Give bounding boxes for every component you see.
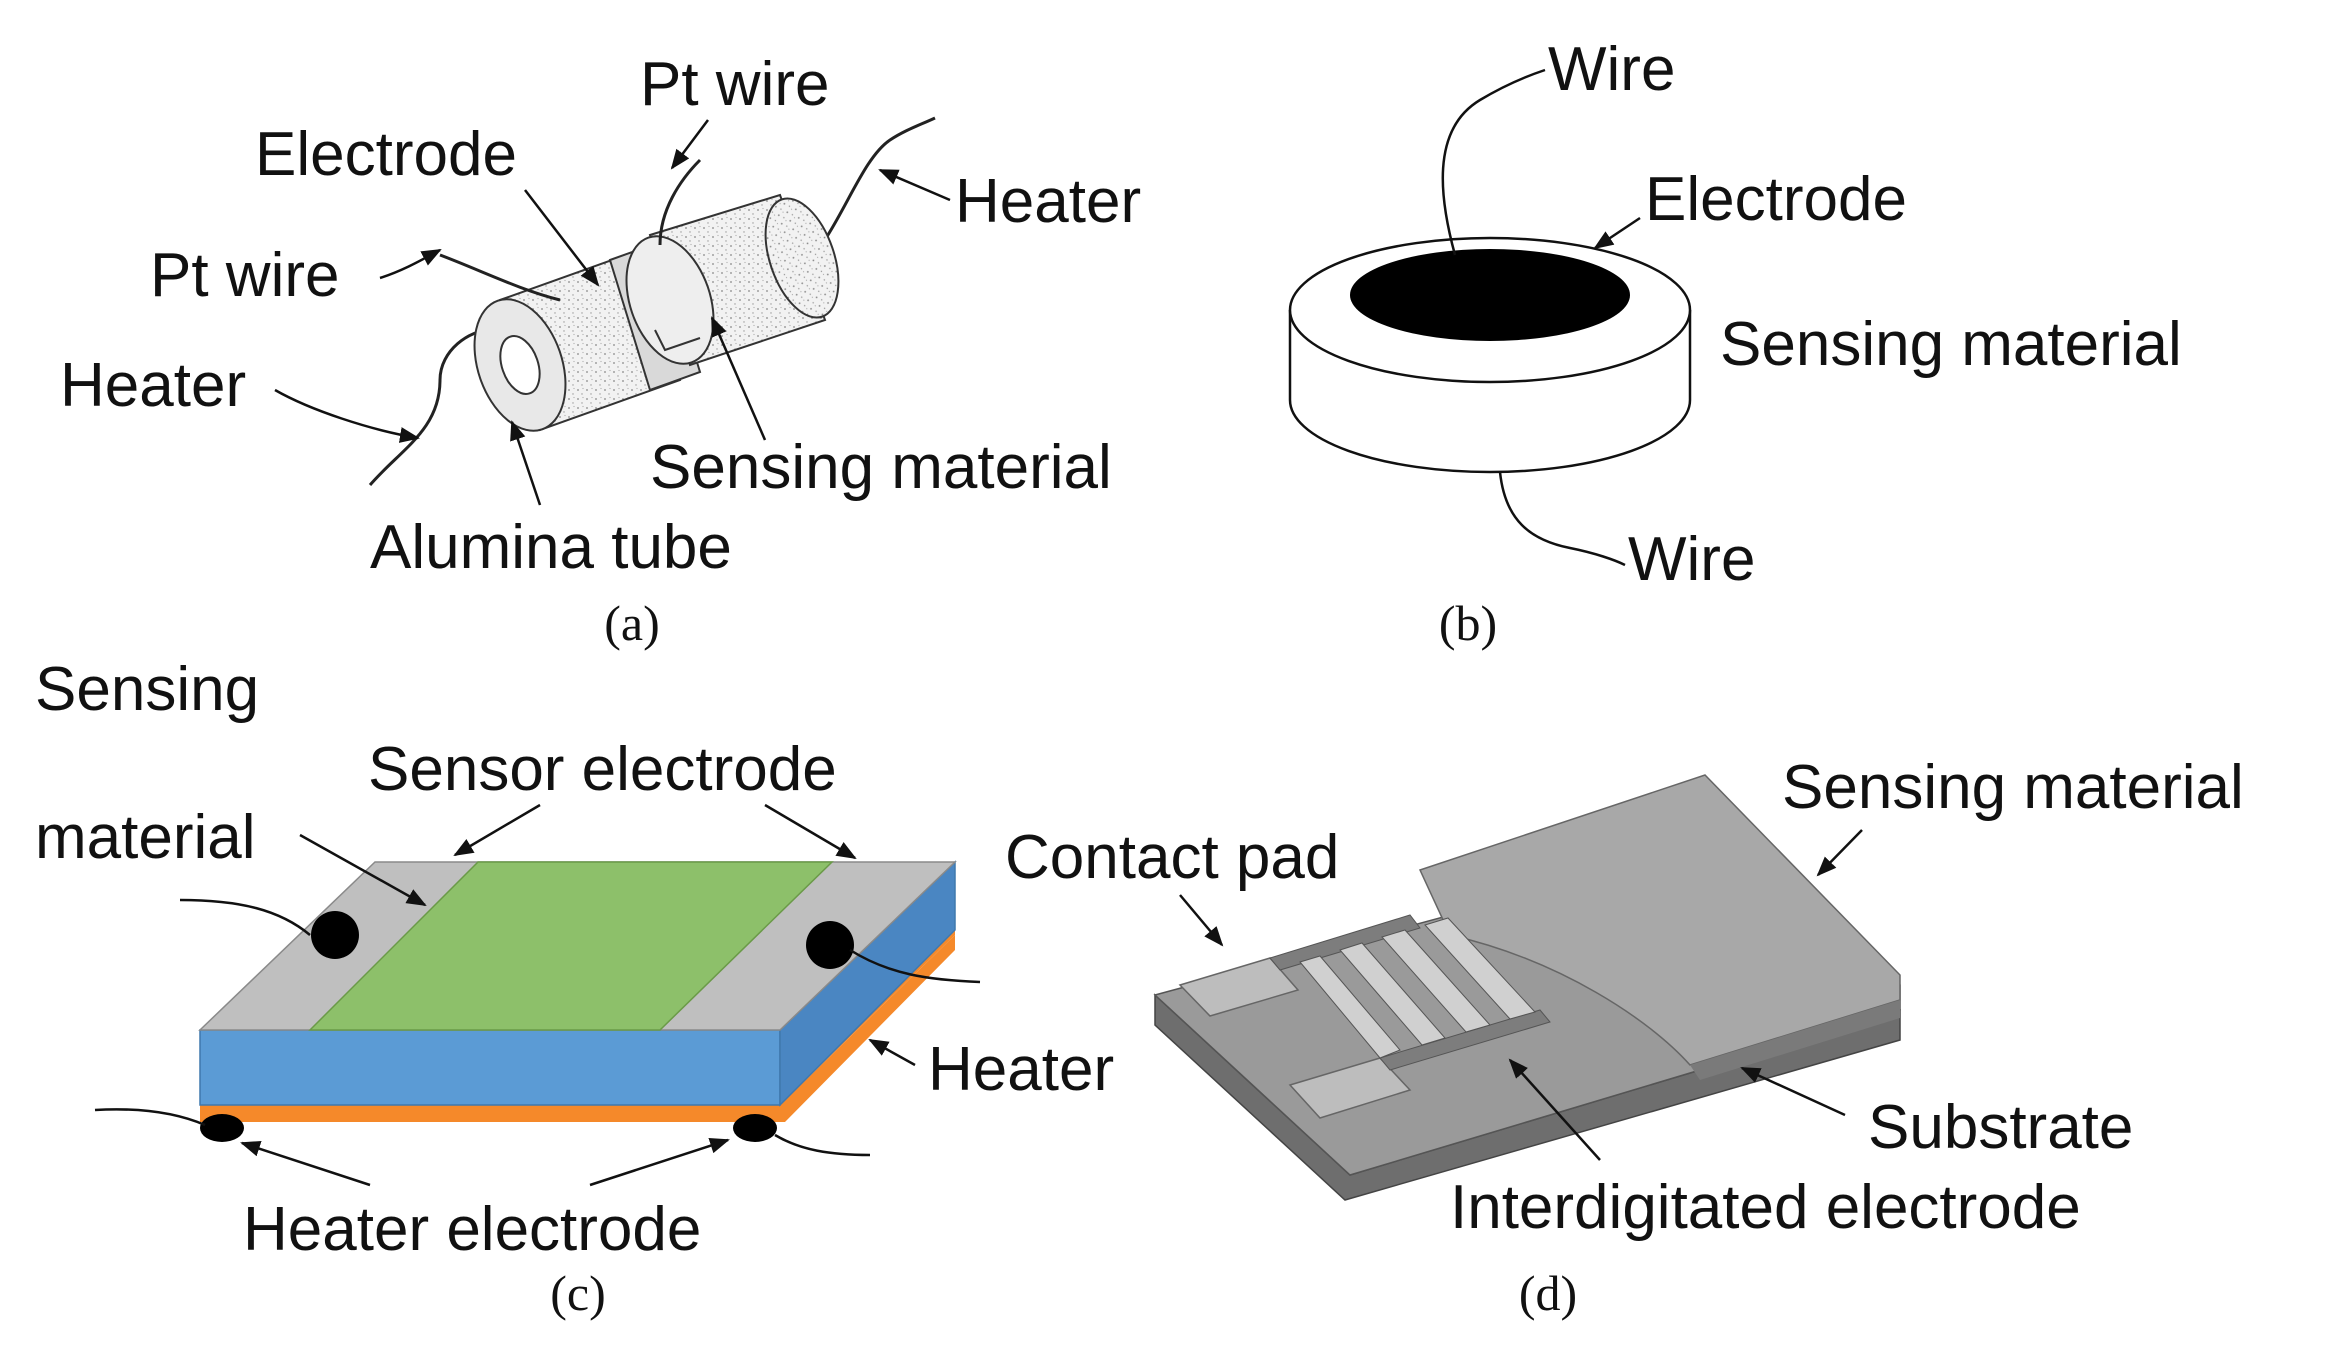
label-b-wire-top: Wire xyxy=(1548,35,1675,104)
idt-finger-1 xyxy=(1299,955,1401,1059)
label-a-heater-right: Heater xyxy=(955,167,1141,236)
caption-d: (d) xyxy=(1519,1265,1577,1321)
leader-sensor-electrode-left xyxy=(453,803,541,857)
leader-alumina xyxy=(510,420,542,506)
tube-step-notch xyxy=(654,329,701,352)
caption-c: (c) xyxy=(550,1265,606,1321)
panel-a-tube-sensor: Pt wire Electrode Heater Pt wire Heater … xyxy=(60,50,1141,651)
sensing-block-d-side xyxy=(1690,1000,1900,1080)
caption-a: (a) xyxy=(604,595,660,651)
leader-pt-wire-left xyxy=(379,248,442,280)
leader-pt-wire-top xyxy=(670,119,709,170)
leader-sensor-electrode-right xyxy=(764,803,857,860)
label-c-sensing-line1: Sensing xyxy=(35,655,259,724)
label-a-sensing-material: Sensing material xyxy=(650,433,1112,502)
label-a-alumina-tube: Alumina tube xyxy=(370,513,732,582)
tube-right-end xyxy=(625,235,715,365)
leader-electrode-b xyxy=(1593,216,1641,250)
sensing-film-green xyxy=(308,861,834,1031)
idt-finger-3 xyxy=(1381,929,1491,1033)
heater-dot-left xyxy=(200,1114,244,1142)
leader-substrate xyxy=(1740,1066,1846,1117)
idt-bus-top xyxy=(1269,914,1421,971)
heater-dot-right xyxy=(733,1114,777,1142)
label-a-heater-left: Heater xyxy=(60,351,246,420)
leader-heater-right xyxy=(878,168,951,202)
label-d-interdigitated-electrode: Interdigitated electrode xyxy=(1450,1173,2081,1242)
contact-dot-right xyxy=(806,921,854,969)
leader-heater-electrode-right xyxy=(589,1137,730,1187)
contact-dot-left xyxy=(311,911,359,959)
label-c-sensing-line2: material xyxy=(35,803,256,872)
heater-wire-a xyxy=(368,328,491,486)
pt-wire-left xyxy=(439,253,561,302)
wire-bottom-b xyxy=(1498,471,1626,567)
wire-c-heater-left xyxy=(94,1108,206,1127)
label-d-sensing-material: Sensing material xyxy=(1782,753,2244,822)
wire-c-heater-right xyxy=(774,1133,871,1157)
label-d-contact-pad: Contact pad xyxy=(1005,823,1339,892)
panel-b-pellet-sensor: Wire Electrode Sensing material Wire (b) xyxy=(1288,35,2182,651)
label-a-pt-wire-left: Pt wire xyxy=(150,241,339,310)
wire-c-right xyxy=(849,948,981,984)
tube-bore xyxy=(499,335,541,395)
label-a-electrode: Electrode xyxy=(255,120,517,189)
caption-b: (b) xyxy=(1439,595,1497,651)
wire-top-b xyxy=(1441,68,1546,256)
leader-heater-c xyxy=(868,1038,916,1067)
label-b-electrode: Electrode xyxy=(1645,165,1907,234)
leader-heater-left xyxy=(274,388,420,443)
leader-sensing-a xyxy=(710,316,767,441)
label-c-heater-electrode: Heater electrode xyxy=(243,1195,701,1264)
leader-electrode-a xyxy=(524,189,600,287)
leader-contact-pad xyxy=(1179,894,1224,947)
pt-wire-top xyxy=(658,158,702,246)
idt-finger-2 xyxy=(1339,942,1446,1046)
leader-heater-electrode-left xyxy=(240,1141,371,1187)
wire-c-left xyxy=(179,898,311,936)
panel-c-planar-sensor: Sensing material Sensor electrode Heater… xyxy=(35,655,1114,1321)
contact-pad-d-bottom xyxy=(1288,1057,1412,1119)
leader-sensing-d xyxy=(1816,829,1863,877)
tube-right-far-end xyxy=(764,197,840,319)
label-b-sensing-material: Sensing material xyxy=(1720,310,2182,379)
label-b-wire-bottom: Wire xyxy=(1628,525,1755,594)
heater-wire-a-right xyxy=(803,116,936,267)
label-c-sensor-electrode: Sensor electrode xyxy=(368,735,837,804)
idt-finger-4 xyxy=(1424,917,1536,1020)
label-a-pt-wire-top: Pt wire xyxy=(640,50,829,119)
panel-d-interdigitated-sensor: Sensing material Contact pad Substrate I… xyxy=(1005,753,2244,1321)
leader-sensing-c xyxy=(299,833,427,907)
leader-idt xyxy=(1508,1058,1601,1161)
contact-pad-d-top xyxy=(1178,957,1300,1017)
substrate-front xyxy=(199,1029,781,1106)
pellet-electrode xyxy=(1350,249,1630,341)
label-c-heater: Heater xyxy=(928,1035,1114,1104)
label-d-substrate: Substrate xyxy=(1868,1093,2133,1162)
